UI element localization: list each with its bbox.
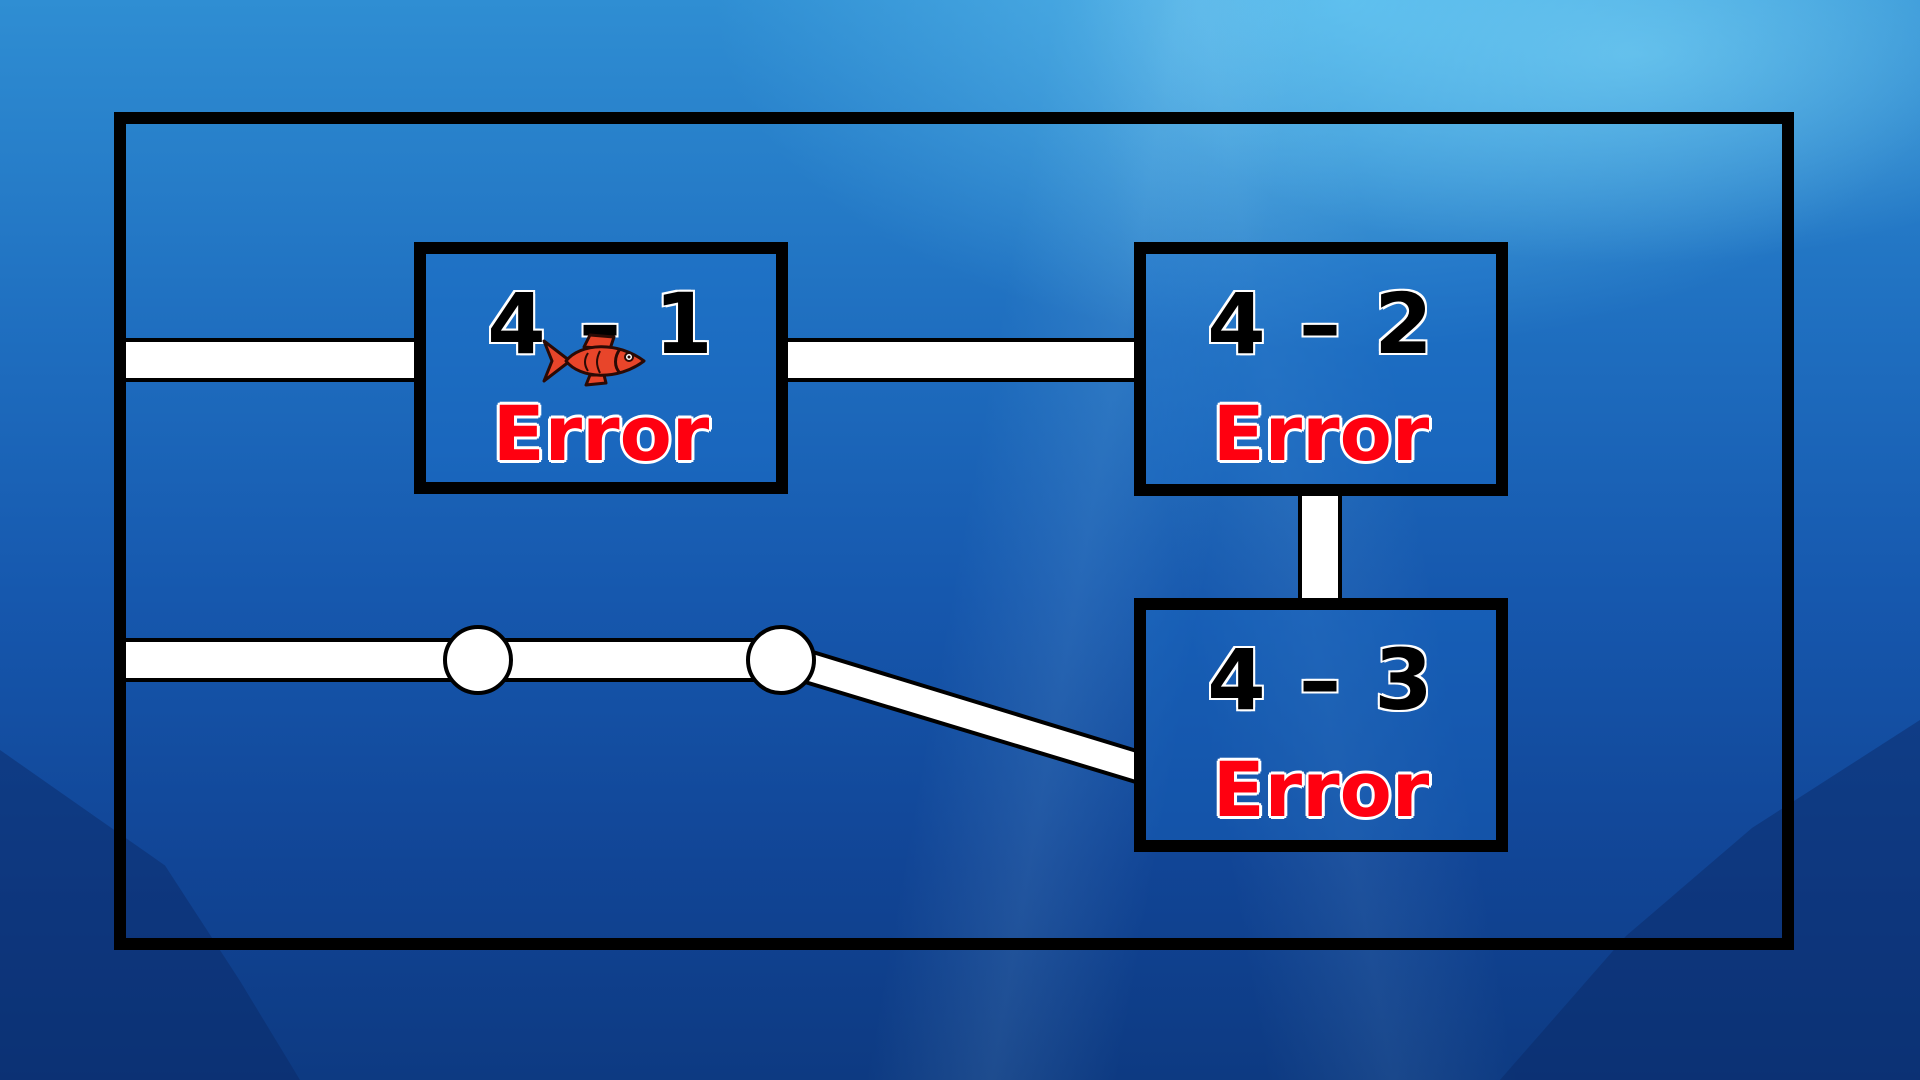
path-4-1-to-4-2 [784, 338, 1138, 382]
path-node[interactable] [746, 625, 816, 695]
level-status-error: Error [1212, 745, 1430, 834]
path-node[interactable] [443, 625, 513, 695]
level-node-4-2[interactable]: 4 – 2 Error [1134, 242, 1508, 496]
level-status-error: Error [492, 389, 710, 478]
path-entry-top [122, 338, 418, 382]
level-number: 4 – 2 [1206, 275, 1435, 373]
level-number: 4 – 3 [1206, 631, 1435, 729]
path-4-2-to-4-3 [1298, 490, 1342, 604]
fish-icon[interactable] [540, 333, 648, 389]
level-node-4-3[interactable]: 4 – 3 Error [1134, 598, 1508, 852]
level-status-error: Error [1212, 389, 1430, 478]
world-map-frame [114, 112, 1794, 950]
path-diagonal-to-4-3 [769, 639, 1143, 785]
